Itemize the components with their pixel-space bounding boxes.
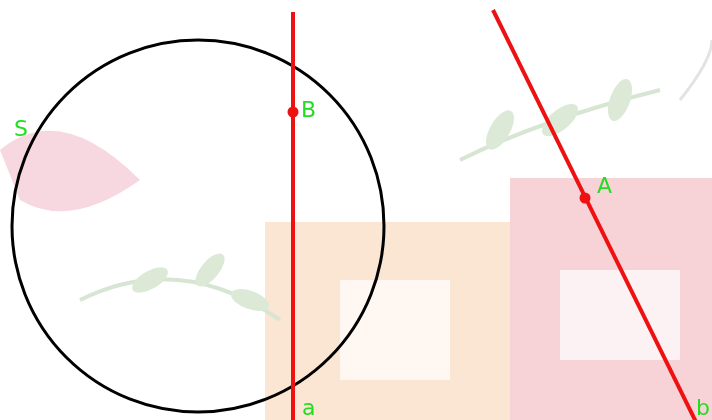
- line-b: [493, 10, 697, 420]
- line-a: [291, 12, 295, 420]
- point-label: A: [597, 174, 612, 198]
- watermark: [0, 40, 712, 420]
- leaf: [603, 76, 637, 124]
- ornament: [680, 40, 712, 100]
- leaf: [537, 98, 584, 142]
- line-label: a: [302, 396, 315, 420]
- circle-s: [12, 40, 384, 412]
- block-letter: [340, 280, 450, 380]
- point-b: [288, 107, 299, 118]
- orange-block: [265, 222, 515, 420]
- leaf: [128, 262, 172, 298]
- red-block: [510, 178, 712, 420]
- block-letter: [560, 270, 680, 360]
- point-a: [580, 193, 591, 204]
- line-label: b: [696, 396, 710, 420]
- leaf: [228, 285, 272, 316]
- leaf: [190, 249, 230, 291]
- circle-label: S: [14, 117, 28, 141]
- leaf-stem: [80, 279, 280, 320]
- point-label: B: [301, 98, 316, 122]
- leaf: [480, 106, 519, 154]
